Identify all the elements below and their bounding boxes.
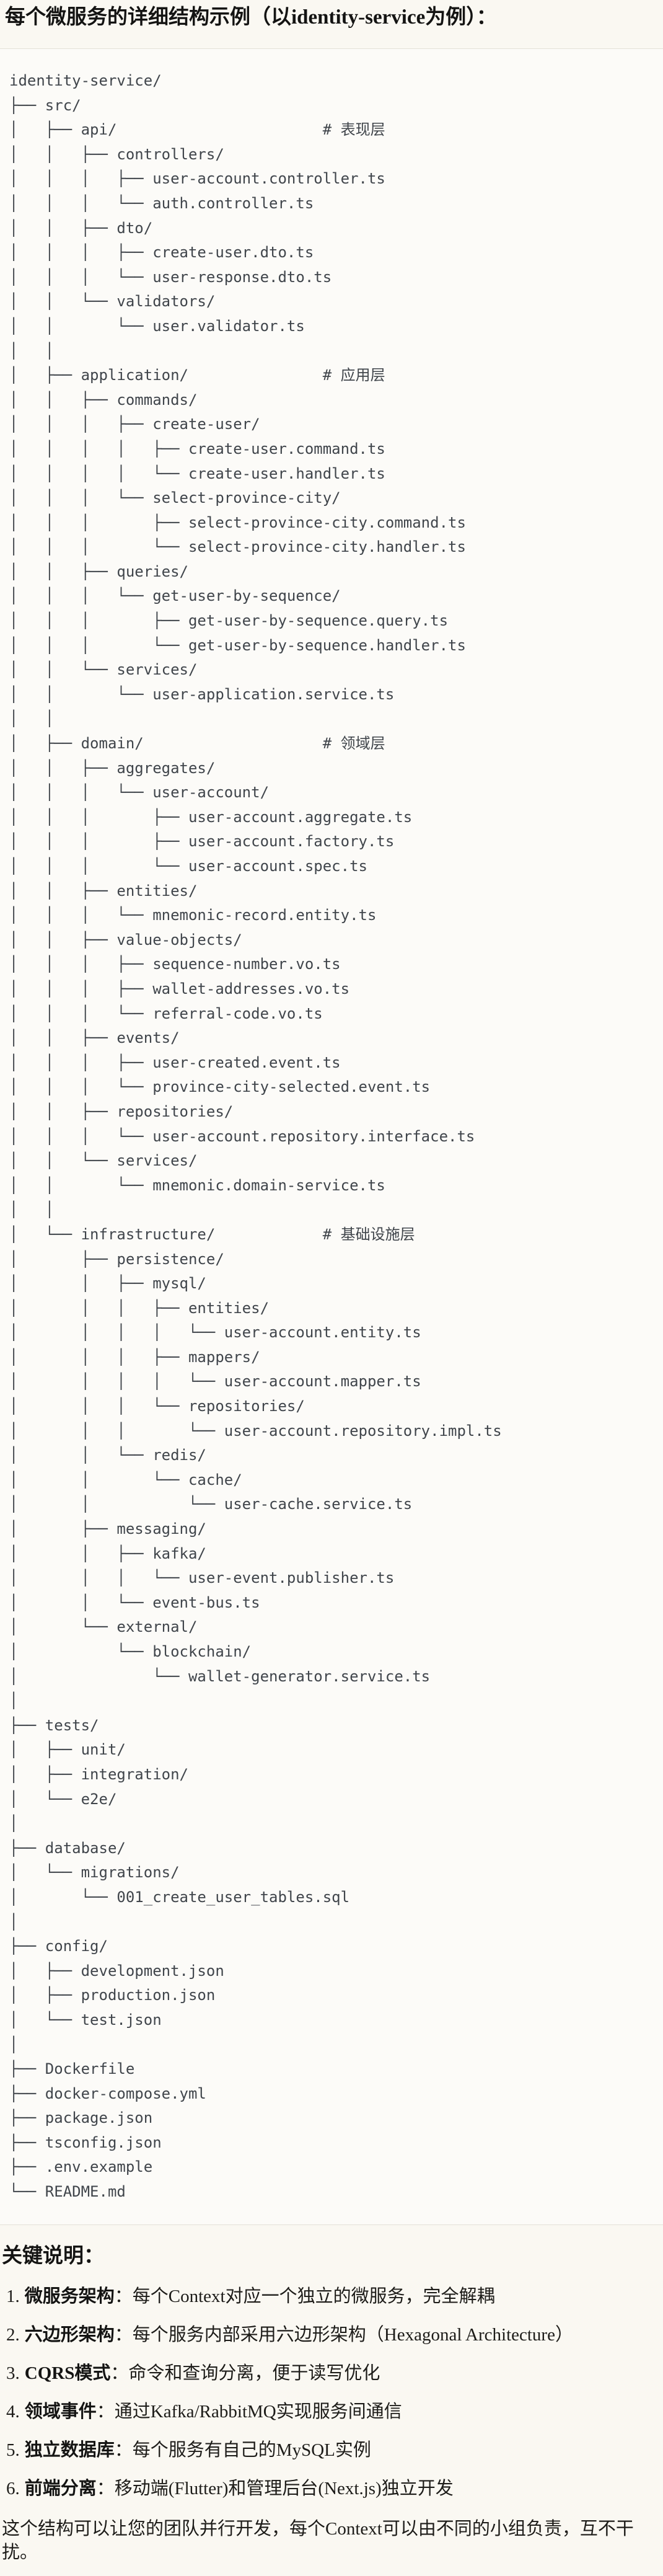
note-number: 5. xyxy=(6,2440,20,2460)
note-desc: 通过Kafka/RabbitMQ实现服务间通信 xyxy=(114,2401,402,2422)
note-colon: ： xyxy=(114,2440,133,2460)
note-term: 前端分离 xyxy=(24,2478,97,2499)
note-term: CQRS模式 xyxy=(24,2363,111,2383)
note-number: 3. xyxy=(6,2363,20,2383)
note-colon: ： xyxy=(114,2324,133,2345)
footer-paragraph: 这个结构可以让您的团队并行开发，每个Context可以由不同的小组负责，互不干扰… xyxy=(2,2518,634,2562)
note-term: 领域事件 xyxy=(24,2401,97,2422)
note-desc: 每个服务内部采用六边形架构（Hexagonal Architecture） xyxy=(132,2324,573,2345)
note-number: 6. xyxy=(6,2478,20,2499)
note-colon: ： xyxy=(96,2401,115,2422)
page-title: 每个微服务的详细结构示例（以identity-service为例）： xyxy=(5,6,497,29)
note-colon: ： xyxy=(110,2363,129,2383)
note-term: 六边形架构 xyxy=(24,2324,115,2345)
note-desc: 每个Context对应一个独立的微服务，完全解耦 xyxy=(132,2286,495,2306)
note-colon: ： xyxy=(114,2286,133,2306)
note-term: 独立数据库 xyxy=(24,2440,115,2460)
note-number: 4. xyxy=(6,2401,20,2422)
directory-tree-code-block: identity-service/ ├── src/ │ ├── api/ # … xyxy=(0,48,663,2225)
note-term: 微服务架构 xyxy=(24,2286,115,2306)
directory-tree: identity-service/ ├── src/ │ ├── api/ # … xyxy=(9,72,502,2201)
note-item: 5.独立数据库：每个服务有自己的MySQL实例 xyxy=(6,2438,663,2462)
note-number: 2. xyxy=(6,2324,20,2345)
note-desc: 移动端(Flutter)和管理后台(Next.js)独立开发 xyxy=(114,2478,454,2499)
note-desc: 命令和查询分离，便于读写优化 xyxy=(128,2363,380,2383)
notes-heading: 关键说明： xyxy=(2,2244,104,2267)
note-item: 4.领域事件：通过Kafka/RabbitMQ实现服务间通信 xyxy=(6,2400,663,2423)
note-desc: 每个服务有自己的MySQL实例 xyxy=(132,2440,371,2460)
note-item: 1.微服务架构：每个Context对应一个独立的微服务，完全解耦 xyxy=(6,2285,663,2308)
note-item: 2.六边形架构：每个服务内部采用六边形架构（Hexagonal Architec… xyxy=(6,2323,663,2347)
note-item: 3.CQRS模式：命令和查询分离，便于读写优化 xyxy=(6,2361,663,2385)
note-colon: ： xyxy=(96,2478,115,2499)
note-number: 1. xyxy=(6,2286,20,2306)
note-item: 6.前端分离：移动端(Flutter)和管理后台(Next.js)独立开发 xyxy=(6,2477,663,2500)
notes-list: 1.微服务架构：每个Context对应一个独立的微服务，完全解耦 2.六边形架构… xyxy=(0,2285,663,2500)
